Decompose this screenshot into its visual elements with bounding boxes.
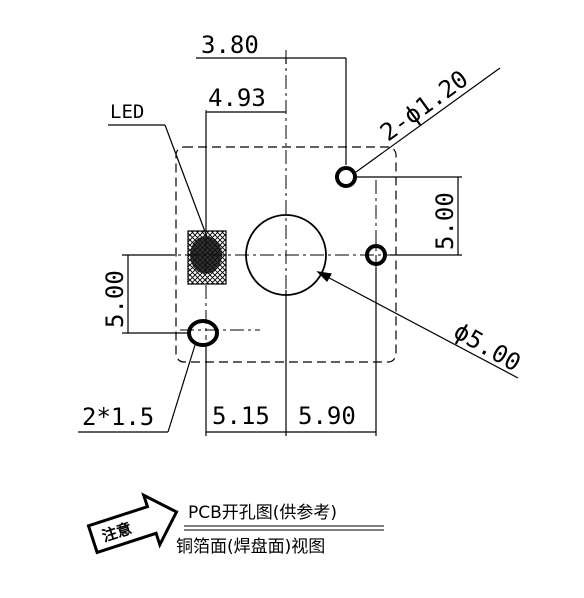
dim-top-width-label: 3.80 <box>201 31 259 59</box>
led-body <box>190 236 222 274</box>
dim-bottom <box>205 268 377 436</box>
dim-led-offset-label: 4.93 <box>208 84 266 112</box>
hole-center <box>245 214 327 296</box>
hole-right <box>365 244 387 266</box>
notice-stamp: 注意 <box>86 492 179 555</box>
hole-slot <box>187 319 219 347</box>
dim-slot-holes-label: 2*1.5 <box>82 403 154 431</box>
dim-right-vertical-label: 5.00 <box>431 192 459 250</box>
dim-left-vertical-label: 5.00 <box>101 270 129 328</box>
hole-upper-right <box>335 166 357 188</box>
dim-led-offset <box>205 111 286 230</box>
dim-center-hole-label: ϕ5.00 <box>449 317 526 377</box>
dim-bottom-left-label: 5.15 <box>212 402 270 430</box>
dim-top-width <box>196 57 347 165</box>
led-label: LED <box>110 101 144 123</box>
caption-line2: 铜箔面(焊盘面)视图 <box>176 537 325 557</box>
dim-bottom-right-label: 5.90 <box>298 402 356 430</box>
dim-left-vertical <box>122 254 190 334</box>
dim-slot-holes <box>78 344 196 433</box>
dim-right-vertical <box>356 176 462 256</box>
dim-small-hole <box>355 67 501 173</box>
caption-line1: PCB开孔图(供参考) <box>188 503 337 523</box>
led-leader <box>108 124 208 238</box>
dim-small-hole-label: 2-ϕ1.20 <box>375 65 473 147</box>
